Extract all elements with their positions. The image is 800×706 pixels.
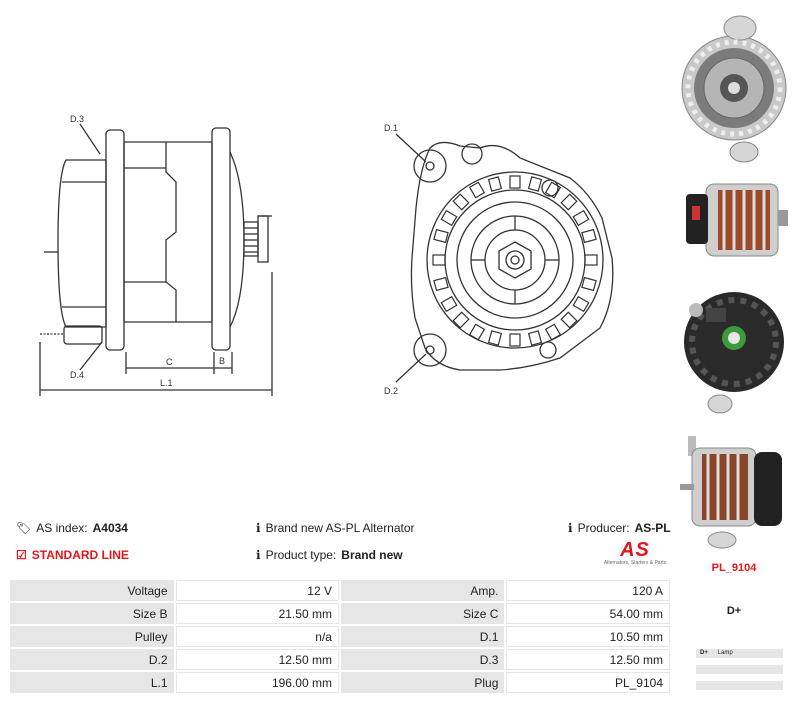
brand-new-label: Brand new AS-PL Alternator — [265, 521, 415, 535]
info-circle-icon: ℹ — [568, 521, 573, 535]
plug-code: PL_9104 — [711, 562, 757, 574]
spec-key: D.1 — [340, 626, 505, 647]
as-pl-logo: AS Alternators, Starters & Parts — [598, 540, 672, 567]
check-square-icon: ☑ — [16, 548, 27, 562]
logo-mark: AS — [620, 539, 650, 561]
product-photo-back-side — [680, 436, 782, 549]
brand-new-info: ℹ Brand new AS-PL Alternator — [256, 521, 415, 535]
product-photo-rear — [684, 292, 784, 414]
spec-key: Amp. — [340, 580, 505, 601]
spec-key: Plug — [340, 672, 505, 693]
spec-key: L.1 — [10, 672, 174, 693]
as-index-value: A4034 — [92, 521, 128, 535]
product-type: ℹ Product type: Brand new — [256, 548, 403, 562]
spec-key: Voltage — [10, 580, 174, 601]
table-row: Pulley n/a D.1 10.50 mm — [10, 626, 670, 647]
as-index: 🏷 AS index: A4034 — [16, 521, 128, 535]
spec-key: Size C — [340, 603, 505, 624]
label-c: C — [166, 357, 173, 367]
side-view-drawing: D.3 D.4 C B L.1 — [39, 114, 273, 396]
spec-value: 54.00 mm — [506, 603, 670, 624]
label-d1: D.1 — [384, 123, 398, 133]
spec-value: 21.50 mm — [175, 603, 339, 624]
label-b: B — [219, 356, 225, 366]
producer-value: AS-PL — [634, 521, 671, 535]
spec-value: 12.50 mm — [506, 649, 670, 670]
table-row: L.1 196.00 mm Plug PL_9104 — [10, 672, 670, 693]
table-row: D.2 12.50 mm D.3 12.50 mm — [10, 649, 670, 670]
front-view-drawing: D.1 D.2 — [384, 123, 614, 396]
table-row: Size B 21.50 mm Size C 54.00 mm — [10, 603, 670, 624]
plug-terminal: D+ — [726, 605, 742, 617]
pin-row: D+ Lamp — [696, 649, 783, 658]
product-photo-front — [681, 15, 787, 163]
spec-value: PL_9104 — [506, 672, 670, 693]
specs-table: Voltage 12 V Amp. 120 A Size B 21.50 mm … — [8, 578, 672, 695]
pin-desc: Lamp — [717, 650, 733, 656]
vent-slots — [432, 175, 598, 347]
pin-row — [696, 665, 783, 674]
as-index-label: AS index: — [36, 521, 88, 535]
spec-key: D.3 — [340, 649, 505, 670]
spec-key: Pulley — [10, 626, 174, 647]
spec-value: 196.00 mm — [175, 672, 339, 693]
standard-line-label: STANDARD LINE — [31, 548, 129, 562]
pin-row — [696, 681, 783, 690]
pin-id: D+ — [700, 650, 708, 656]
logo-tagline: Alternators, Starters & Parts — [603, 560, 667, 566]
spec-key: D.2 — [10, 649, 174, 670]
producer: ℹ Producer: AS-PL — [568, 521, 671, 535]
label-d2: D.2 — [384, 386, 398, 396]
info-circle-icon: ℹ — [256, 548, 261, 562]
spec-value: 120 A — [506, 580, 670, 601]
info-circle-icon: ℹ — [256, 521, 261, 535]
table-row: Voltage 12 V Amp. 120 A — [10, 580, 670, 601]
spec-key: Size B — [10, 603, 174, 624]
spec-value: 12.50 mm — [175, 649, 339, 670]
spec-value: n/a — [175, 626, 339, 647]
spec-value: 12 V — [175, 580, 339, 601]
product-photo-side — [686, 183, 788, 257]
spec-value: 10.50 mm — [506, 626, 670, 647]
product-type-value: Brand new — [341, 548, 403, 562]
label-l1: L.1 — [160, 378, 173, 388]
label-d4: D.4 — [70, 370, 84, 380]
product-type-label: Product type: — [265, 548, 337, 562]
label-d3: D.3 — [70, 114, 84, 124]
tags-icon: 🏷 — [16, 521, 32, 535]
producer-label: Producer: — [577, 521, 630, 535]
standard-line: ☑ STANDARD LINE — [16, 548, 129, 562]
